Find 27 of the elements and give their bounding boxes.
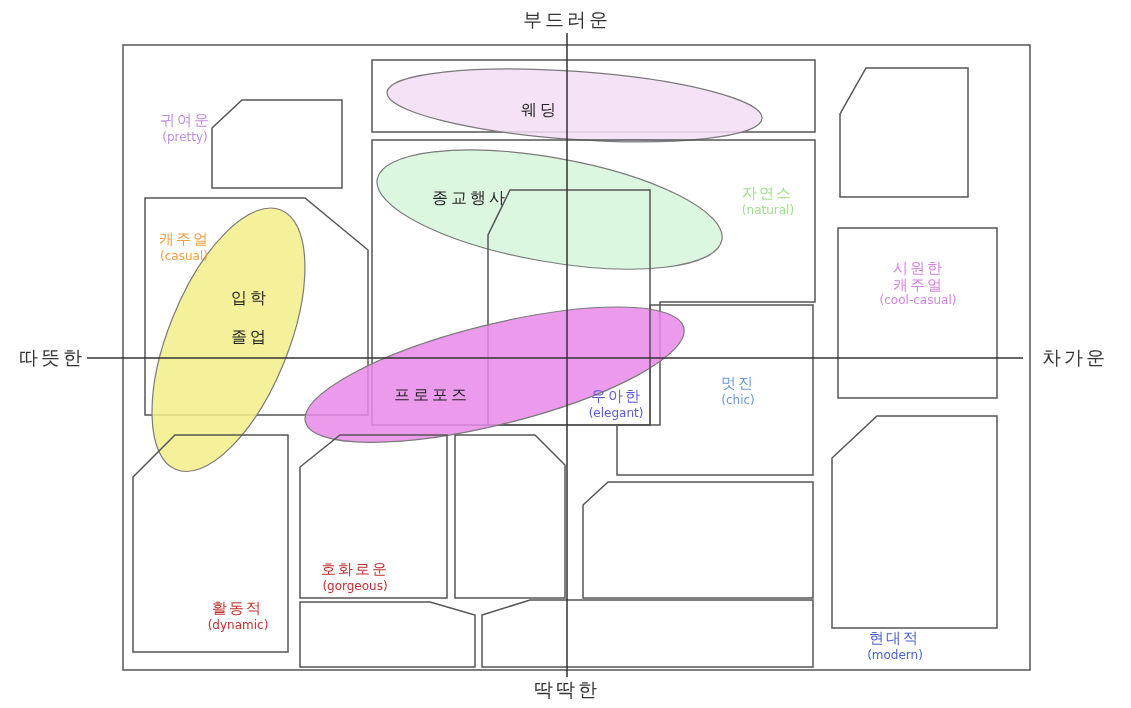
occasion-label: 졸업 bbox=[231, 327, 269, 348]
axis-label: 따뜻한 bbox=[19, 345, 85, 370]
occasion-label: 입학 bbox=[231, 288, 269, 309]
style-english-label: (natural) bbox=[741, 202, 795, 217]
style-label: 시원한 캐주얼 bbox=[891, 259, 945, 293]
style-english-label: (gorgeous) bbox=[321, 578, 389, 593]
axis-label: 부드러운 bbox=[523, 7, 611, 32]
style-english-label: (pretty) bbox=[161, 129, 209, 144]
style-english-label: (elegant) bbox=[588, 405, 644, 420]
style-english-label: (dynamic) bbox=[207, 617, 269, 632]
style-label: 자연스 bbox=[741, 183, 795, 203]
style-english-label: (cool-casual) bbox=[879, 292, 957, 307]
axis-label: 차가운 bbox=[1042, 345, 1108, 370]
style-label: 멋진 bbox=[721, 373, 755, 393]
occasion-label: 웨딩 bbox=[521, 99, 559, 121]
style-label: 호화로운 bbox=[321, 559, 389, 579]
style-english-label: (chic) bbox=[721, 392, 755, 407]
axis-label: 딱딱한 bbox=[534, 677, 600, 702]
style-english-label: (modern) bbox=[867, 647, 923, 662]
style-label: 활동적 bbox=[211, 598, 265, 618]
occasion-label: 프로포즈 bbox=[394, 384, 470, 406]
style-label: 현대적 bbox=[868, 628, 922, 648]
style-label: 우아한 bbox=[589, 386, 643, 406]
style-label: 캐주얼 bbox=[158, 229, 210, 249]
style-label: 귀여운 bbox=[159, 110, 211, 130]
style-english-label: (casual) bbox=[159, 248, 209, 263]
occasion-label: 종교행사 bbox=[432, 187, 508, 209]
